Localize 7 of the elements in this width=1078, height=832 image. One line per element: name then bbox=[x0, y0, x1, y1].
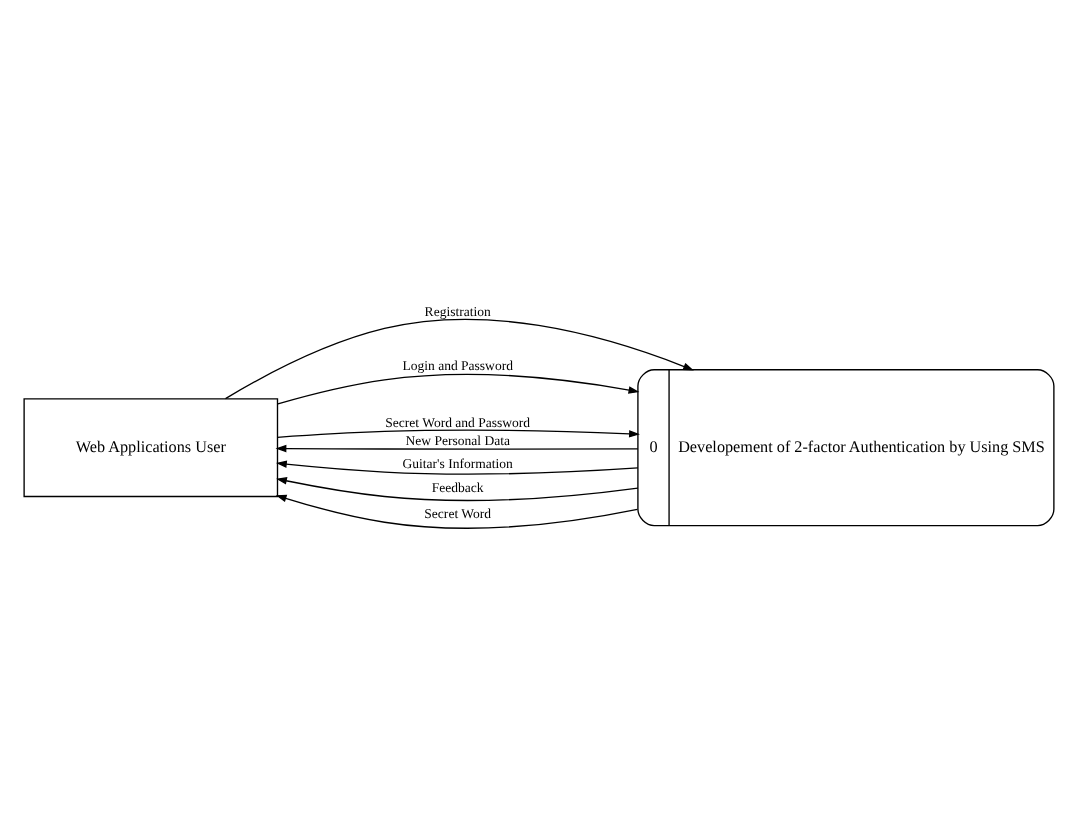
arrow bbox=[277, 372, 640, 404]
arrow bbox=[276, 428, 640, 437]
arrow bbox=[275, 459, 639, 474]
arrow bbox=[224, 317, 694, 399]
arrow bbox=[276, 476, 639, 501]
arrow bbox=[275, 493, 639, 528]
arrow bbox=[275, 443, 639, 452]
